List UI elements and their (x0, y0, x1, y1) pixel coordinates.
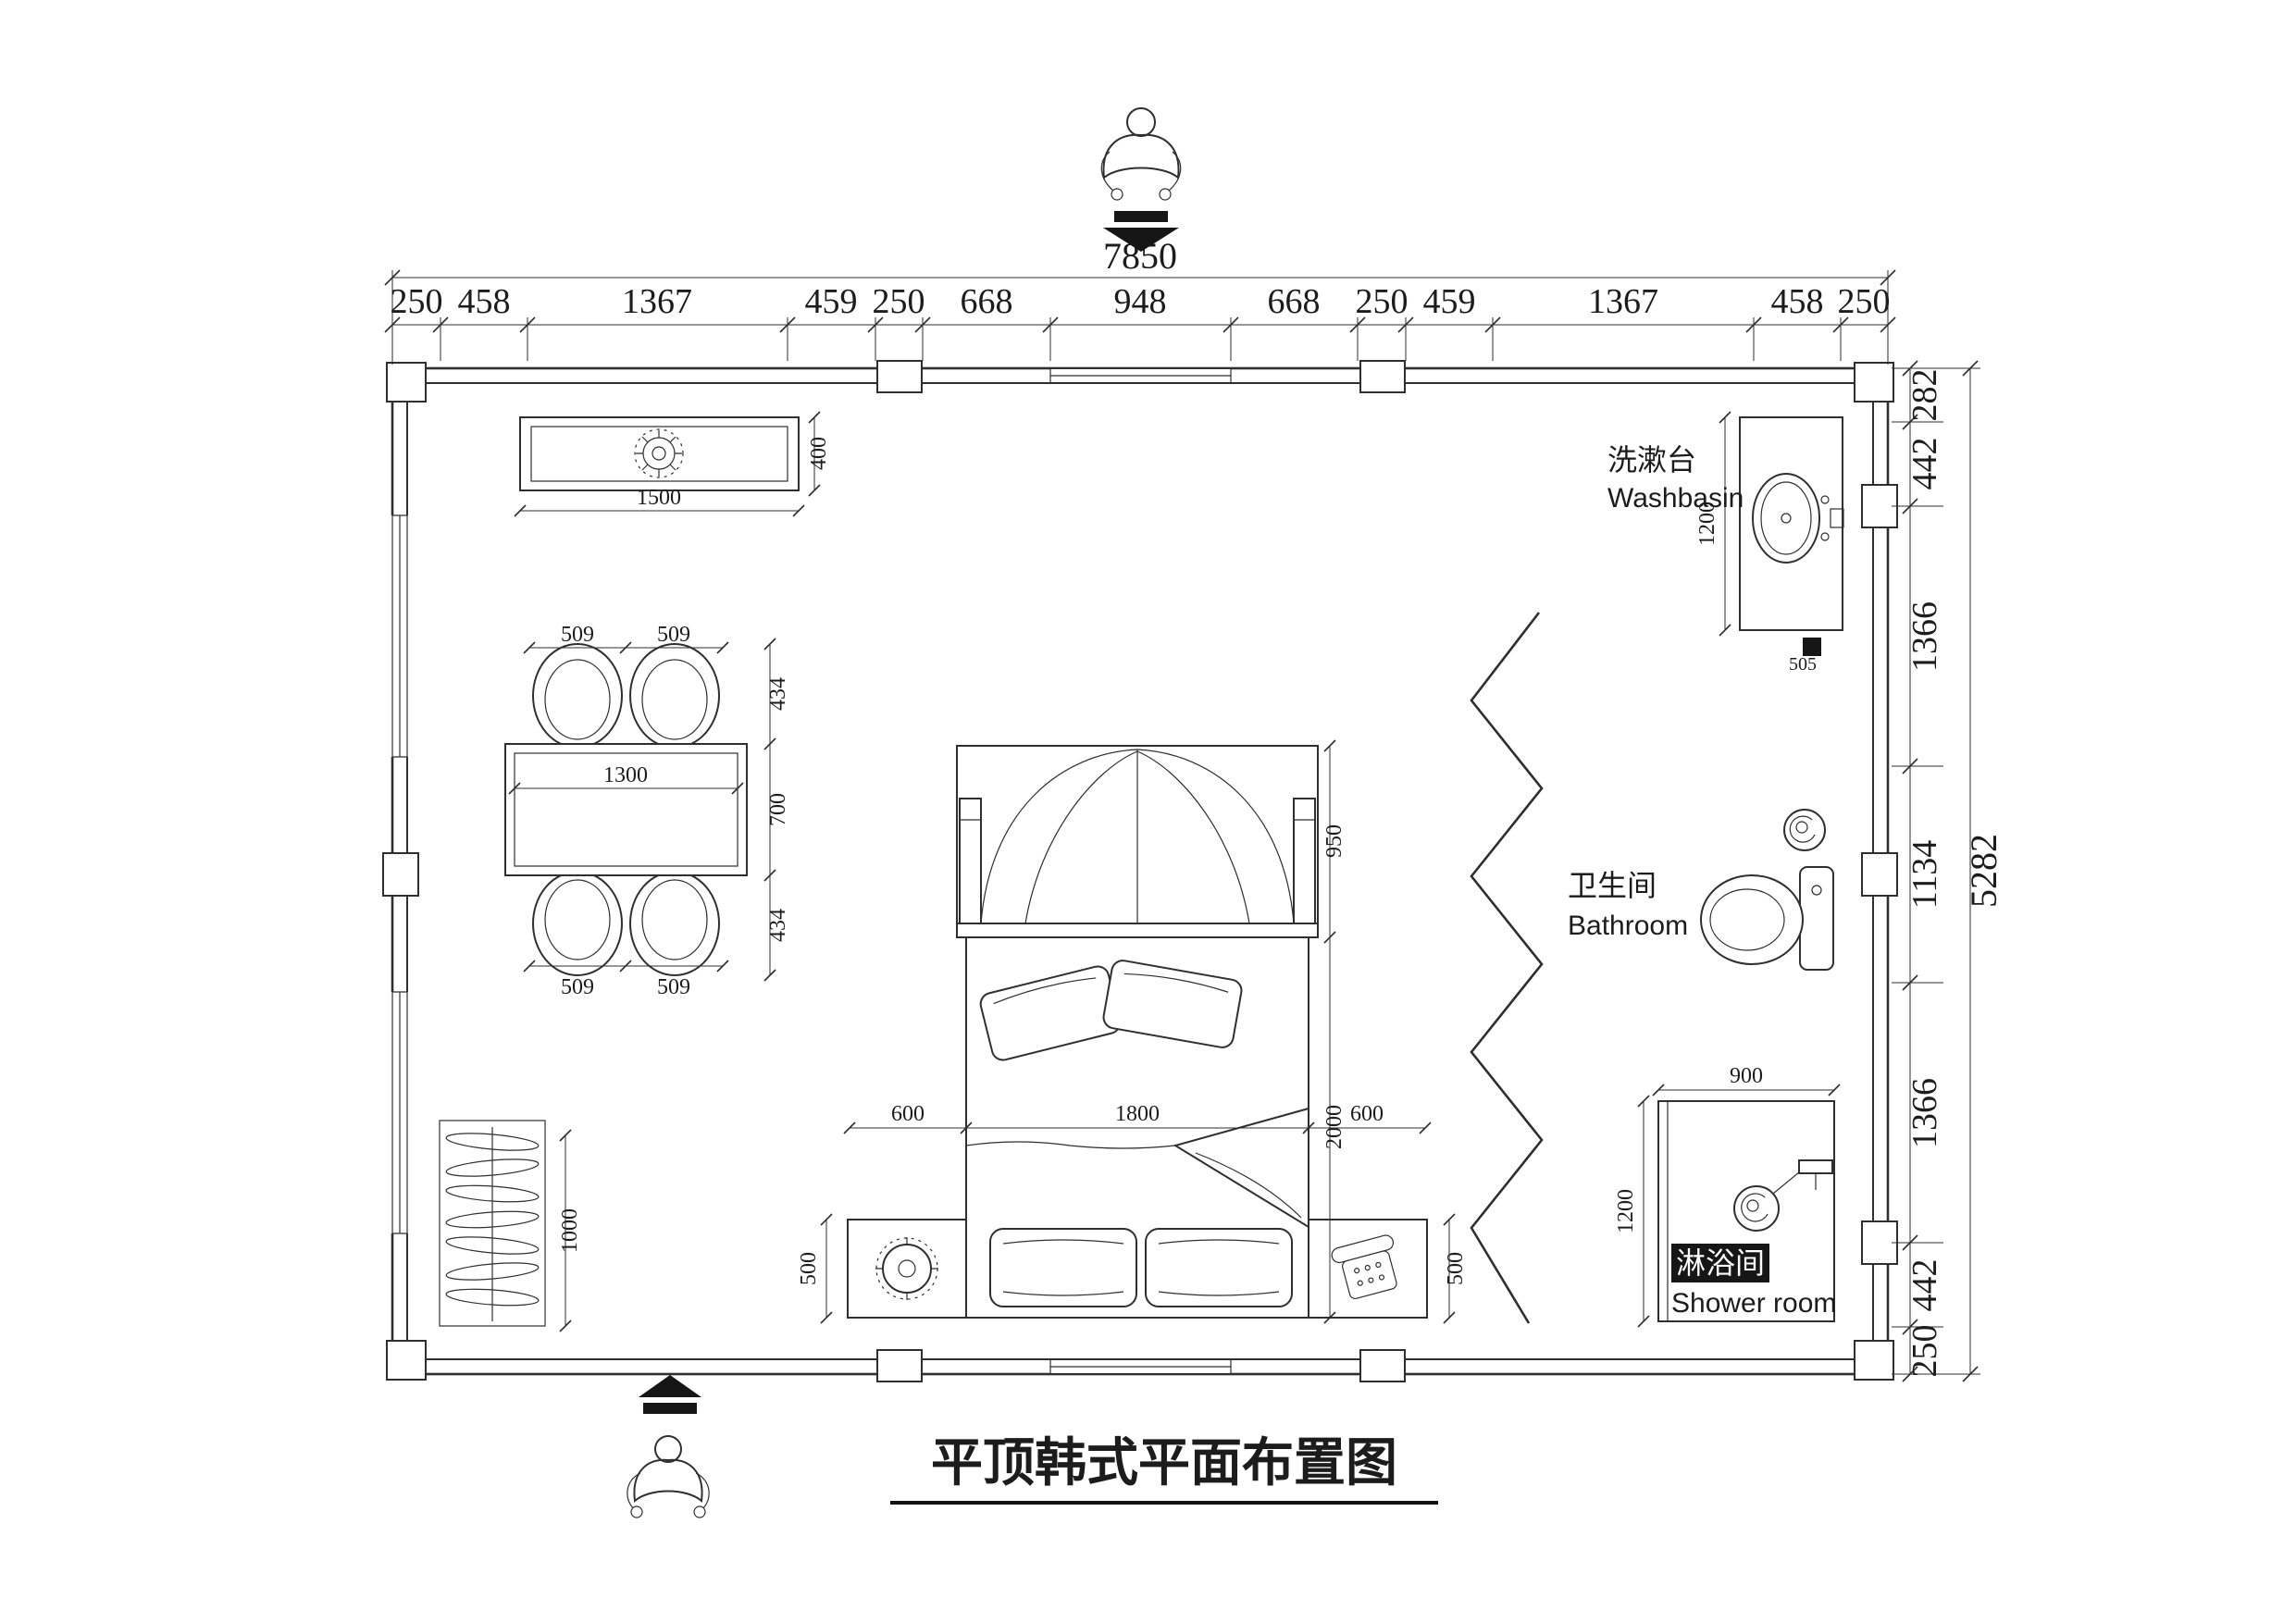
window-bottom-center (1049, 1358, 1232, 1375)
dim-chair-width: 509 (657, 975, 690, 999)
bed-canopy (956, 745, 1319, 938)
wall-columns (382, 360, 1898, 1382)
dim-right-seg: 442 (1905, 1259, 1944, 1312)
hanger-icon (445, 1133, 540, 1307)
dim-top-seg: 668 (961, 282, 1013, 321)
dim-chair-width: 509 (561, 623, 594, 647)
dim-top-seg: 458 (458, 282, 511, 321)
dining-table (504, 743, 748, 876)
dim-right-seg: 1134 (1905, 840, 1944, 910)
dim-top-seg: 1367 (1588, 282, 1658, 321)
dim-right-seg: 250 (1905, 1325, 1944, 1378)
bathroom-label-zh: 卫生间 (1568, 869, 1657, 902)
entrance-top (1100, 107, 1182, 252)
dim-rack-length: 1000 (558, 1208, 582, 1253)
dim-right-seg: 1366 (1905, 601, 1944, 672)
dim-chair-width: 509 (561, 975, 594, 999)
window-left-upper (390, 514, 410, 758)
dim-table-depth: 700 (766, 793, 790, 826)
shower-label-highlight (1671, 1244, 1769, 1282)
window-top-center (1049, 367, 1232, 384)
dim-bed-side: 600 (891, 1102, 925, 1126)
dim-table-length: 1300 (603, 763, 648, 787)
ceiling-light-icon (634, 428, 684, 478)
entrance-arrow-up-icon (639, 1375, 701, 1414)
dim-right-total: 5282 (1963, 834, 2004, 908)
bed-pillow (979, 965, 1122, 1061)
dim-shower-depth: 1200 (1614, 1189, 1638, 1233)
bed-blanket (965, 1107, 1309, 1229)
dim-basin-depth: 1200 (1695, 502, 1719, 546)
dim-top-seg: 458 (1771, 282, 1824, 321)
shower-label-en: Shower room (1671, 1288, 1836, 1319)
dim-shower-width: 900 (1730, 1064, 1763, 1088)
dining-set: 1300 509 509 509 509 434 700 434 (504, 623, 790, 999)
dim-top-seg: 459 (805, 282, 858, 321)
ceiling-light: 1500 400 (514, 411, 831, 517)
dim-nightstand: 500 (1444, 1252, 1468, 1285)
washbasin-label-zh: 洗漱台 (1607, 443, 1696, 477)
dining-chair (629, 643, 720, 749)
dimension-chain-right: 282 442 1366 1134 1366 442 250 5282 (1892, 360, 2004, 1382)
dining-chair (532, 871, 623, 976)
dim-top-seg: 1367 (622, 282, 692, 321)
floor-drain-icon (1783, 809, 1826, 851)
window-left-lower (390, 991, 410, 1234)
dim-light-width: 1500 (637, 486, 681, 510)
shower-head-icon (1733, 1159, 1833, 1232)
toilet-area: 卫生间 Bathroom (1568, 866, 1834, 971)
washbasin-area: 505 1200 洗漱台 Washbasin (1607, 411, 1844, 675)
dim-bed-length: 2000 (1322, 1105, 1347, 1149)
nightstand-right (1308, 1219, 1428, 1319)
nightstand-left (847, 1219, 967, 1319)
dim-top-seg: 948 (1114, 282, 1167, 321)
bathroom-label-en: Bathroom (1568, 911, 1688, 941)
dim-right-seg: 282 (1905, 369, 1944, 422)
exterior-walls (382, 360, 1898, 1382)
telephone-icon (1331, 1234, 1397, 1300)
table-lamp-icon (875, 1237, 938, 1300)
shower-label-zh: 淋浴间 (1676, 1246, 1765, 1280)
dim-top-seg: 459 (1423, 282, 1476, 321)
dim-top-seg: 250 (1356, 282, 1409, 321)
person-bottom-icon (627, 1435, 710, 1518)
dim-bed-side: 600 (1350, 1102, 1384, 1126)
dim-bed-canopy: 950 (1322, 824, 1347, 858)
dim-chair-width: 509 (657, 623, 690, 647)
shower-room: 900 1200 淋浴间 Shower room (1614, 1064, 1841, 1328)
entrance-arrow-down-icon (1103, 211, 1179, 252)
dim-top-seg: 250 (1838, 282, 1891, 321)
dim-top-seg: 250 (391, 282, 443, 321)
dim-chair-depth: 434 (766, 677, 790, 711)
clothes-rack: 1000 (439, 1120, 582, 1332)
bed-foot-pillow (989, 1228, 1137, 1307)
dim-right-seg: 1366 (1905, 1078, 1944, 1148)
dim-top-seg: 250 (873, 282, 925, 321)
toilet-icon (1700, 866, 1834, 971)
dimension-chain-top: 7850 250 458 1367 459 250 668 948 668 25… (384, 235, 1896, 365)
dim-bed-width: 1800 (1115, 1102, 1160, 1126)
dim-nightstand: 500 (797, 1252, 821, 1285)
drawing-title: 平顶韩式平面布置图 (931, 1433, 1397, 1492)
dining-chair (532, 643, 623, 749)
bed-group: 950 2000 600 1800 600 500 500 (797, 739, 1468, 1324)
water-heater-icon (1803, 638, 1821, 656)
dim-light-depth: 400 (807, 437, 831, 470)
bed-pillow (1102, 960, 1243, 1048)
dining-chair (629, 871, 720, 976)
dim-top-seg: 668 (1268, 282, 1321, 321)
folding-screen-partition (1470, 612, 1544, 1324)
person-top-icon (1100, 107, 1182, 201)
washbasin-label-en: Washbasin (1607, 483, 1744, 514)
dim-right-seg: 442 (1905, 438, 1944, 490)
dim-basin-width: 505 (1789, 654, 1817, 675)
dim-chair-depth: 434 (766, 909, 790, 942)
sink-icon (1752, 473, 1844, 564)
drawing-title-block: 平顶韩式平面布置图 (890, 1433, 1438, 1505)
bed-foot-pillow (1145, 1228, 1293, 1307)
entrance-bottom (627, 1375, 710, 1518)
